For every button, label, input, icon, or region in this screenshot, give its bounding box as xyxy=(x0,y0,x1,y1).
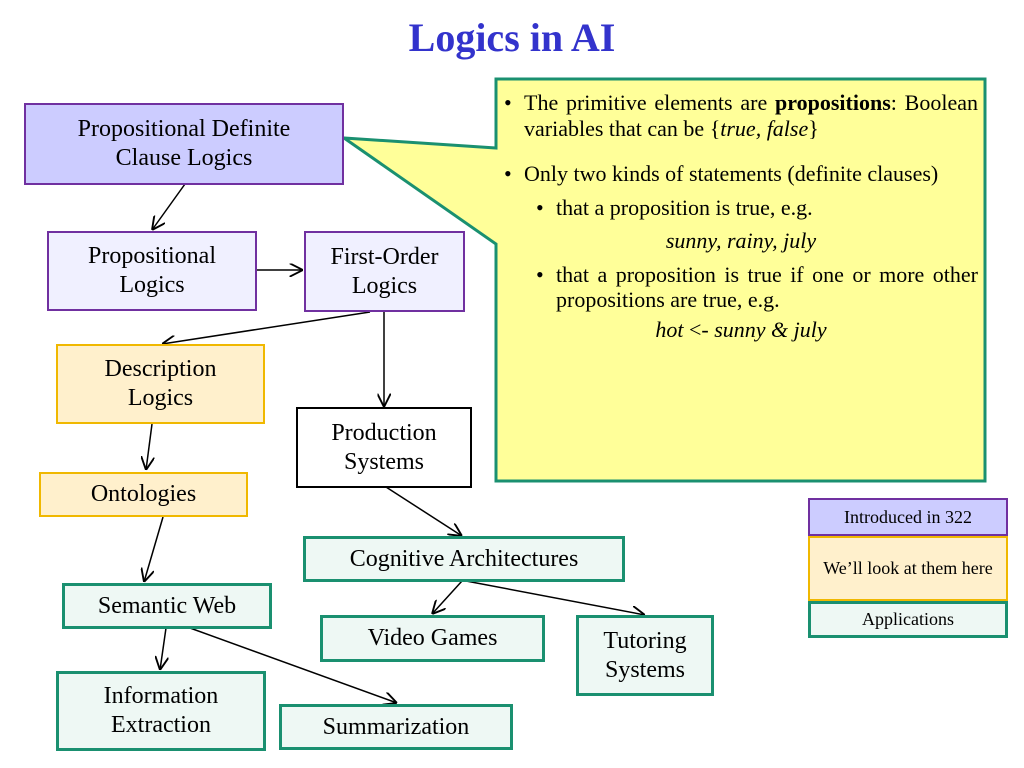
node-ontologies: Ontologies xyxy=(39,472,248,517)
node-label: Propositional Definite Clause Logics xyxy=(77,116,291,171)
node-tutoring-systems: Tutoring Systems xyxy=(576,615,714,696)
node-label: Production Systems xyxy=(331,419,437,475)
node-label: Cognitive Architectures xyxy=(349,545,579,572)
callout-bold-propositions: propositions xyxy=(775,90,891,115)
callout-example-body: sunny & july xyxy=(714,316,827,342)
legend-label: Introduced in 322 xyxy=(844,506,972,527)
node-label: First-Order Logics xyxy=(330,243,439,299)
callout-example-arrow: <- xyxy=(683,316,715,342)
callout-text-fragment: The primitive elements are xyxy=(524,90,776,115)
callout-text-fragment: : Boolean variables that can be { xyxy=(524,90,978,141)
arrow-semanticweb-to-infoextraction xyxy=(160,627,166,670)
node-label: Information Extraction xyxy=(103,683,219,738)
legend-label: We’ll look at them here xyxy=(823,558,993,579)
callout-italic-values: true, false xyxy=(720,115,809,141)
legend-look-at-here: We’ll look at them here xyxy=(808,536,1008,601)
node-production-systems: Production Systems xyxy=(296,407,472,488)
node-description-logics: Description Logics xyxy=(56,344,265,424)
callout-example-rule: hot <- sunny & july xyxy=(504,317,978,343)
node-first-order-logics: First-Order Logics xyxy=(304,231,465,312)
callout-text: The primitive elements are propositions:… xyxy=(504,90,978,342)
legend-introduced-in-322: Introduced in 322 xyxy=(808,498,1008,536)
callout-text-fragment: } xyxy=(808,115,819,141)
node-semantic-web: Semantic Web xyxy=(62,583,272,629)
callout-subbullet-fact: that a proposition is true, e.g. xyxy=(504,195,978,221)
node-propositional-logics: Propositional Logics xyxy=(47,231,257,311)
node-label: Tutoring Systems xyxy=(603,627,687,683)
arrow-pdcl-to-propositional xyxy=(152,183,186,230)
arrow-semanticweb-to-summarization xyxy=(189,627,397,703)
callout-bullet-statements: Only two kinds of statements (definite c… xyxy=(504,161,978,187)
callout-subbullet-rule: that a proposition is true if one or mor… xyxy=(504,262,978,313)
arrow-cognitive-to-videogames xyxy=(432,580,463,614)
arrow-ontologies-to-semanticweb xyxy=(144,516,164,582)
node-label: Ontologies xyxy=(90,481,197,508)
node-video-games: Video Games xyxy=(320,615,545,662)
node-label: Video Games xyxy=(367,625,498,652)
legend-label: Applications xyxy=(862,609,954,630)
legend-applications: Applications xyxy=(808,601,1008,638)
node-summarization: Summarization xyxy=(279,704,513,750)
node-label: Semantic Web xyxy=(97,592,237,619)
arrow-firstorder-to-description xyxy=(162,311,371,344)
node-information-extraction: Information Extraction xyxy=(56,671,266,751)
arrow-description-to-ontologies xyxy=(146,423,152,470)
arrow-production-to-cognitive xyxy=(385,486,462,536)
callout-example-facts: sunny, rainy, july xyxy=(665,228,817,254)
page-title: Logics in AI xyxy=(408,15,616,60)
node-cognitive-architectures: Cognitive Architectures xyxy=(303,536,625,582)
callout-example-head: hot xyxy=(655,316,684,342)
node-label: Description Logics xyxy=(104,356,217,411)
node-label: Propositional Logics xyxy=(87,243,216,298)
node-label: Summarization xyxy=(322,713,470,740)
node-propositional-definite-clause-logics: Propositional Definite Clause Logics xyxy=(24,103,344,185)
callout-bullet-primitives: The primitive elements are propositions:… xyxy=(504,90,978,141)
arrow-cognitive-to-tutoring xyxy=(465,580,645,615)
